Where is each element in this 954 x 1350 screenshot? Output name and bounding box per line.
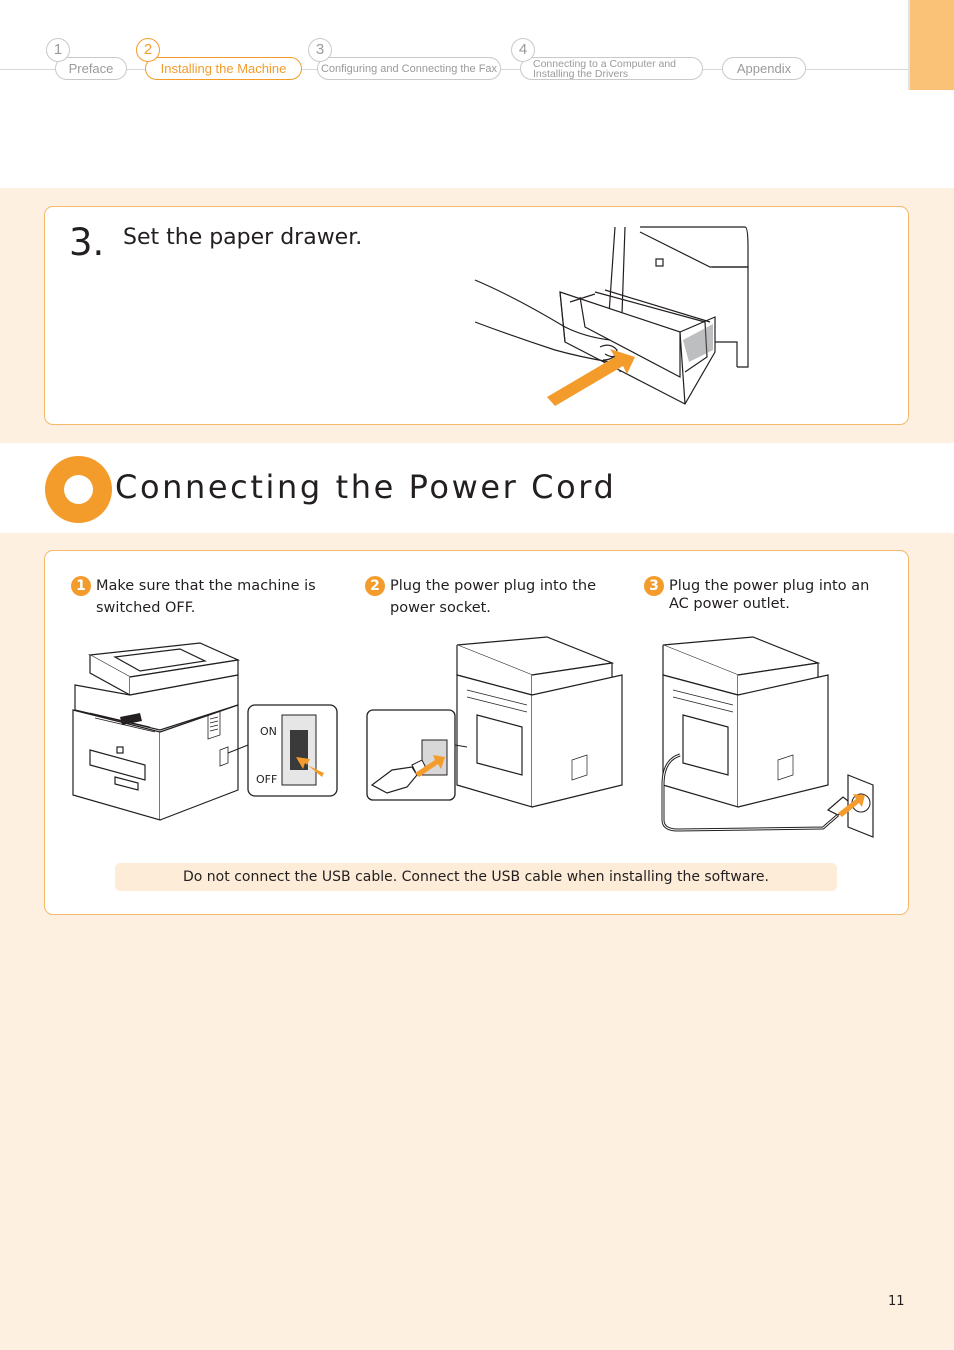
step-number: 3. — [69, 221, 105, 264]
tab-edge — [908, 0, 910, 90]
nav-number: 2 — [136, 38, 160, 62]
nav-label: Appendix — [736, 61, 792, 76]
nav-label: Connecting to a Computer and Installing … — [533, 57, 677, 80]
step-bullet-3: 3 — [644, 576, 664, 596]
nav-number: 4 — [511, 38, 535, 62]
machine-front-illustration: ON OFF — [72, 642, 338, 821]
nav-number: 1 — [46, 38, 70, 62]
switch-on-label: ON — [260, 725, 277, 738]
step3-box: 3. Set the paper drawer. — [44, 206, 909, 425]
machine-rear-socket-illustration — [366, 636, 623, 808]
power-step-1-text: Make sure that the machine is switched O… — [96, 578, 316, 616]
step-bullet-2: 2 — [365, 576, 385, 596]
paper-drawer-illustration — [474, 226, 749, 406]
step-bullet-1: 1 — [71, 576, 91, 596]
machine-outlet-illustration — [661, 636, 874, 838]
nav-pill: Installing the Machine — [145, 57, 302, 80]
usb-note: Do not connect the USB cable. Connect th… — [115, 863, 837, 891]
header-area — [0, 0, 954, 188]
nav-number: 3 — [308, 38, 332, 62]
section-band — [0, 443, 954, 533]
nav-label: Configuring and Connecting the Fax — [320, 62, 498, 75]
nav-label: Installing the Machine — [160, 61, 287, 76]
power-step-2-text: Plug the power plug into the power socke… — [390, 578, 597, 616]
nav-label: Preface — [68, 61, 114, 76]
section-marker-icon — [45, 456, 112, 523]
step-title: Set the paper drawer. — [123, 225, 363, 250]
nav-pill: Configuring and Connecting the Fax — [317, 57, 501, 80]
power-step-3-text: Plug the power plug into an AC power out… — [669, 578, 870, 612]
switch-off-label: OFF — [256, 773, 277, 786]
page-number: 11 — [888, 1294, 905, 1309]
chapter-tab — [910, 0, 954, 90]
section-title: Connecting the Power Cord — [115, 468, 617, 506]
nav-pill: Connecting to a Computer and Installing … — [520, 57, 703, 80]
nav-pill: Appendix — [722, 57, 806, 80]
nav-pill: Preface — [55, 57, 127, 80]
